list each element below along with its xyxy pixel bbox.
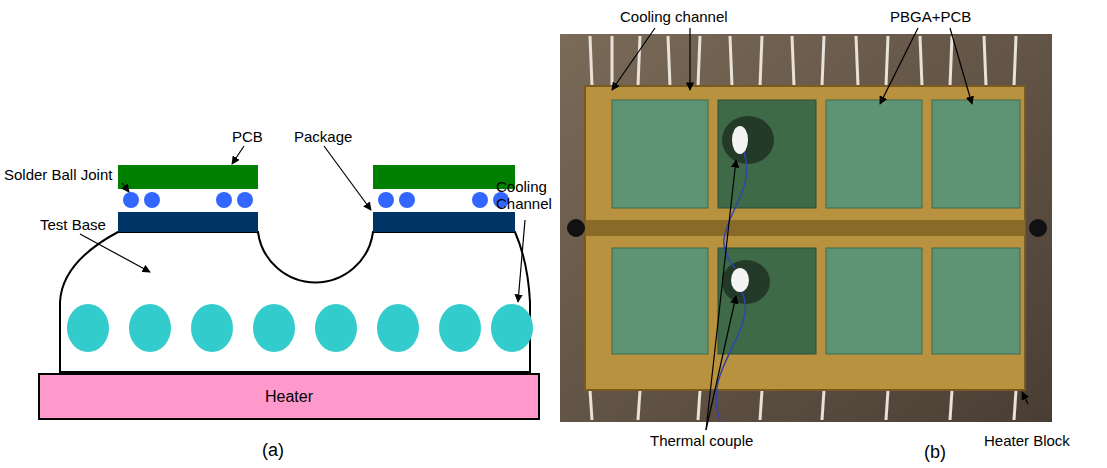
box-text: Heater (265, 388, 313, 406)
leader-lines (612, 28, 1028, 430)
pcb (118, 165, 258, 189)
solder-balls (123, 192, 509, 208)
cooling-channels (67, 304, 533, 352)
part-label: Cooling channel (620, 8, 728, 25)
pcb (373, 165, 515, 189)
part-label: Test Base (40, 216, 106, 233)
package (373, 212, 515, 232)
part-label: PCB (232, 128, 263, 145)
part-label: PBGA+PCB (890, 8, 971, 25)
part-label: Solder Ball Joint (4, 166, 112, 183)
part-label: Thermal couple (650, 432, 753, 449)
subfigure-label: (a) (262, 440, 284, 461)
subfigure-label: (b) (924, 442, 946, 463)
part-label: Cooling Channel (496, 178, 558, 213)
package (118, 212, 258, 232)
part-label: Heater Block (984, 432, 1070, 449)
part-label: Package (294, 128, 352, 145)
test-base (60, 232, 530, 372)
heater-box: Heater (38, 373, 540, 420)
leader-lines (80, 146, 525, 302)
photo (560, 34, 1052, 422)
